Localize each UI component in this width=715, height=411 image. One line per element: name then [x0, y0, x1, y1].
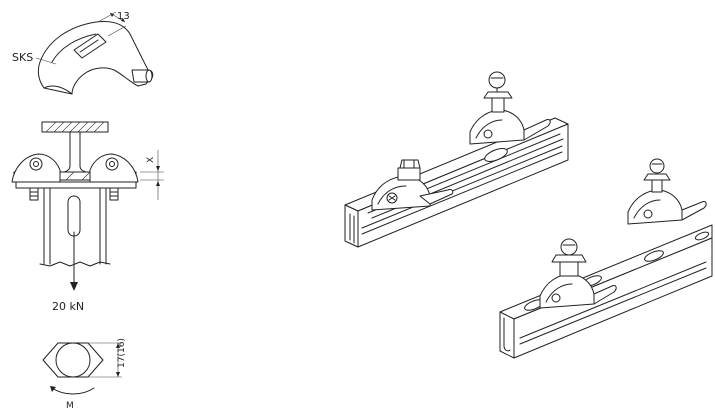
width-dimension: 13 — [117, 11, 130, 22]
nut-view — [42, 342, 122, 395]
offset-dimension: X — [146, 157, 156, 163]
load-label: 20 kN — [52, 300, 84, 313]
channel-assembly-2 — [499, 158, 713, 359]
material-label: SKS — [12, 51, 33, 64]
size-dimension: 17(16) — [117, 338, 127, 368]
section-view — [11, 121, 164, 291]
channel-assembly-1 — [344, 71, 569, 248]
torque-label: M — [66, 401, 74, 411]
clamp-iso-view — [35, 11, 154, 95]
